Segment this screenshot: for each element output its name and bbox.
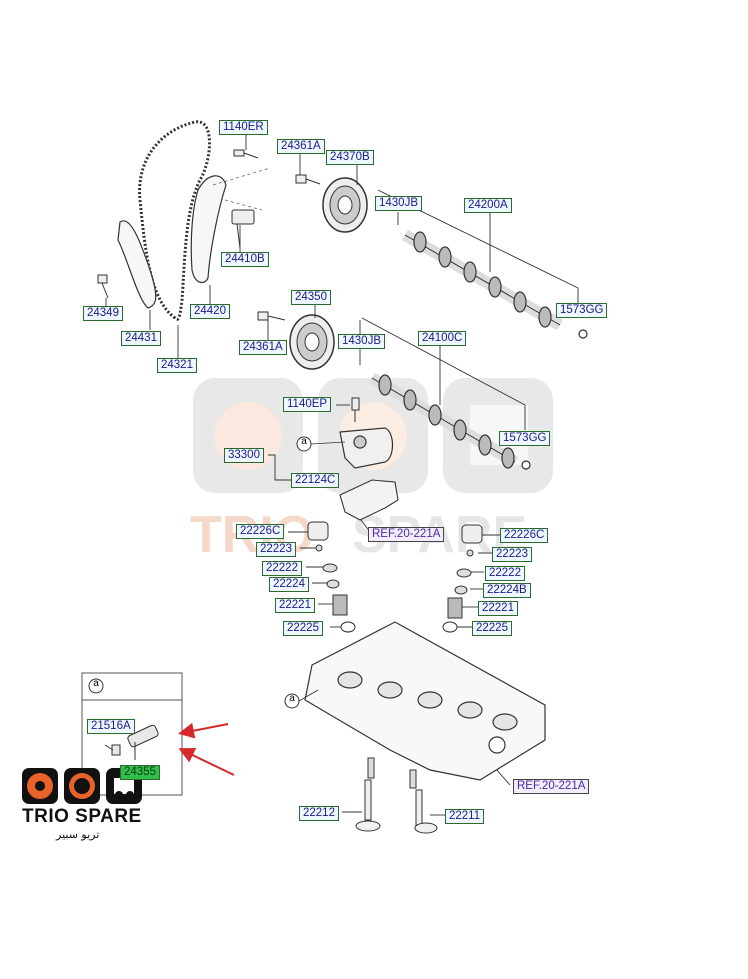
- cam-sprocket-top: [322, 177, 368, 233]
- part-label: 22226C: [500, 528, 549, 543]
- leader-lines: [105, 133, 579, 816]
- part-label: 22224B: [483, 583, 531, 598]
- bearing-cap: [339, 479, 399, 521]
- tensioner: [231, 209, 255, 249]
- ocv-solenoid: [111, 724, 159, 756]
- part-label: 21516A: [87, 719, 135, 734]
- part-label: 22221: [275, 598, 315, 613]
- hla-tappet-left: [307, 521, 329, 541]
- valve-guides: [367, 757, 417, 789]
- callout-marker: a: [289, 693, 295, 704]
- hla-tappet-right: [461, 524, 483, 544]
- part-label: 22224: [269, 577, 309, 592]
- part-label: 22222: [262, 561, 302, 576]
- valve-exhaust: [355, 779, 381, 832]
- part-label: 1573GG: [499, 431, 551, 446]
- camshaft-intake: [368, 372, 531, 470]
- red-arrow-1: [178, 722, 229, 739]
- reference-label: REF.20-221A: [513, 779, 590, 794]
- part-label: 1140EP: [283, 397, 332, 412]
- brand-arabic: تريو سبير: [56, 828, 100, 841]
- part-label: 22212: [299, 806, 339, 821]
- camshaft-exhaust: [401, 229, 588, 339]
- cvvt-bracket: [339, 427, 394, 469]
- part-label: 1573GG: [556, 303, 608, 318]
- part-label: 22226C: [236, 524, 285, 539]
- part-label: 24321: [157, 358, 197, 373]
- part-label: 33300: [224, 448, 264, 463]
- valve-small-parts-left: [315, 544, 356, 633]
- dashed-guides: [212, 167, 271, 211]
- part-label: 24200A: [464, 198, 512, 213]
- part-label: 24349: [83, 306, 123, 321]
- chain-guides: [117, 175, 227, 309]
- part-label: 1140ER: [219, 120, 268, 135]
- valve-intake: [414, 789, 438, 834]
- timing-chain: [138, 120, 211, 321]
- part-label: 24370B: [326, 150, 374, 165]
- part-label: 22211: [445, 809, 485, 824]
- bolts: [97, 149, 360, 422]
- detail-marker: a: [301, 436, 307, 447]
- part-label: 24410B: [221, 252, 269, 267]
- part-label: 24420: [190, 304, 230, 319]
- part-label: 24431: [121, 331, 161, 346]
- part-label: 24361A: [239, 340, 287, 355]
- cylinder-head: [304, 621, 546, 781]
- part-label: 24361A: [277, 139, 325, 154]
- inset-marker-circle: [88, 678, 104, 694]
- part-label: 22124C: [291, 473, 340, 488]
- part-label: 22222: [485, 566, 525, 581]
- inset-marker: a: [93, 678, 99, 689]
- part-label: 22221: [478, 601, 518, 616]
- red-arrow-2: [178, 747, 235, 776]
- part-label: 22223: [492, 547, 532, 562]
- cam-sprocket-bottom: [289, 314, 335, 370]
- part-label: 1430JB: [375, 196, 423, 211]
- part-label: 22223: [256, 542, 296, 557]
- part-label: 22225: [283, 621, 323, 636]
- part-label: 24350: [291, 290, 331, 305]
- part-label-highlighted: 24355: [120, 765, 160, 780]
- valve-small-parts-right: [442, 549, 474, 633]
- part-label: 24100C: [418, 331, 467, 346]
- brand-name: TRIO SPARE: [22, 806, 142, 827]
- reference-label: REF.20-221A: [368, 527, 445, 542]
- part-label: 22225: [472, 621, 512, 636]
- part-label: 1430JB: [338, 334, 386, 349]
